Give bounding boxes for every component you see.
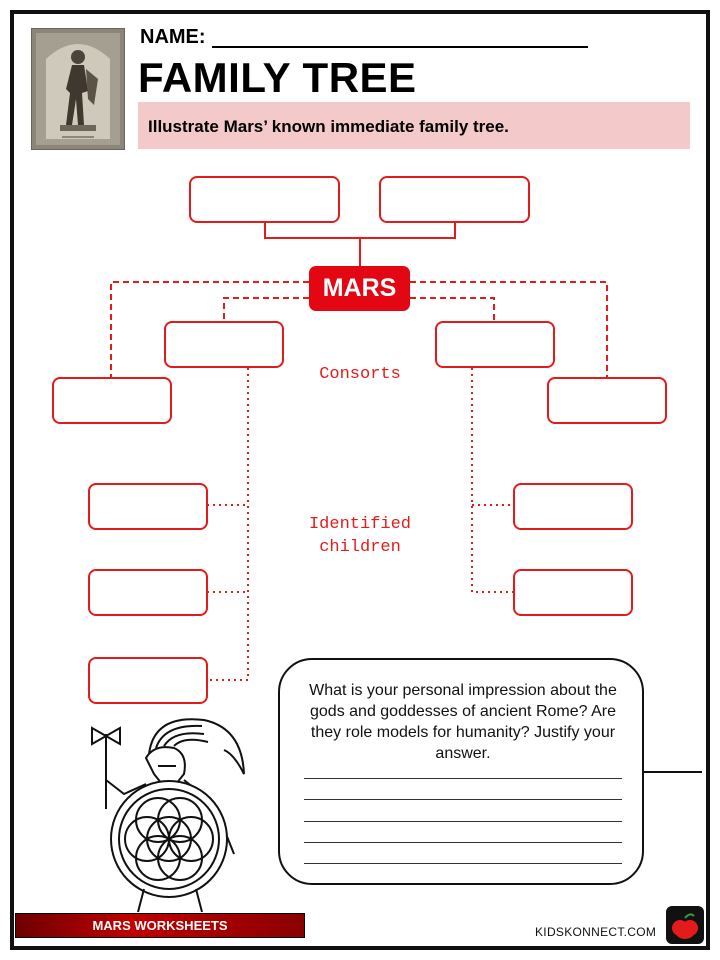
child-box-left-2[interactable] [88,569,208,616]
name-label: NAME: [140,26,206,48]
instruction-banner: Illustrate Mars’ known immediate family … [138,102,690,149]
child-box-right-2[interactable] [513,569,633,616]
consort-box-inner-left[interactable] [164,321,284,368]
child-box-left-1[interactable] [88,483,208,530]
parent-box-right[interactable] [379,176,530,223]
answer-line[interactable] [304,842,622,843]
name-field-line[interactable] [212,46,588,48]
answer-line[interactable] [304,863,622,864]
footer-worksheet-label: MARS WORKSHEETS [92,918,228,933]
side-divider-line [644,771,702,773]
consort-box-outer-right[interactable] [547,377,667,424]
consort-box-inner-right[interactable] [435,321,555,368]
mars-center-box: MARS [309,266,410,311]
child-box-right-1[interactable] [513,483,633,530]
instruction-text: Illustrate Mars’ known immediate family … [148,117,509,136]
page-border [10,10,710,950]
child-box-left-3[interactable] [88,657,208,704]
answer-line[interactable] [304,821,622,822]
reflection-question-box: What is your personal impression about t… [278,658,644,885]
reflection-question-text: What is your personal impression about t… [309,682,617,762]
apple-logo-icon [666,906,704,944]
footer-worksheet-banner: MARS WORKSHEETS [15,913,305,938]
consort-box-outer-left[interactable] [52,377,172,424]
mars-statue-photo [31,28,125,150]
spartan-warrior-illustration [91,718,245,913]
children-label-line2: children [319,538,401,557]
parent-box-left[interactable] [189,176,340,223]
page-title: FAMILY TREE [138,54,417,101]
footer-site-url[interactable]: KIDSKONNECT.COM [535,925,657,939]
answer-line[interactable] [304,778,622,779]
consorts-label: Consorts [319,365,401,384]
children-label-line1: Identified [308,515,412,534]
answer-line[interactable] [304,799,622,800]
